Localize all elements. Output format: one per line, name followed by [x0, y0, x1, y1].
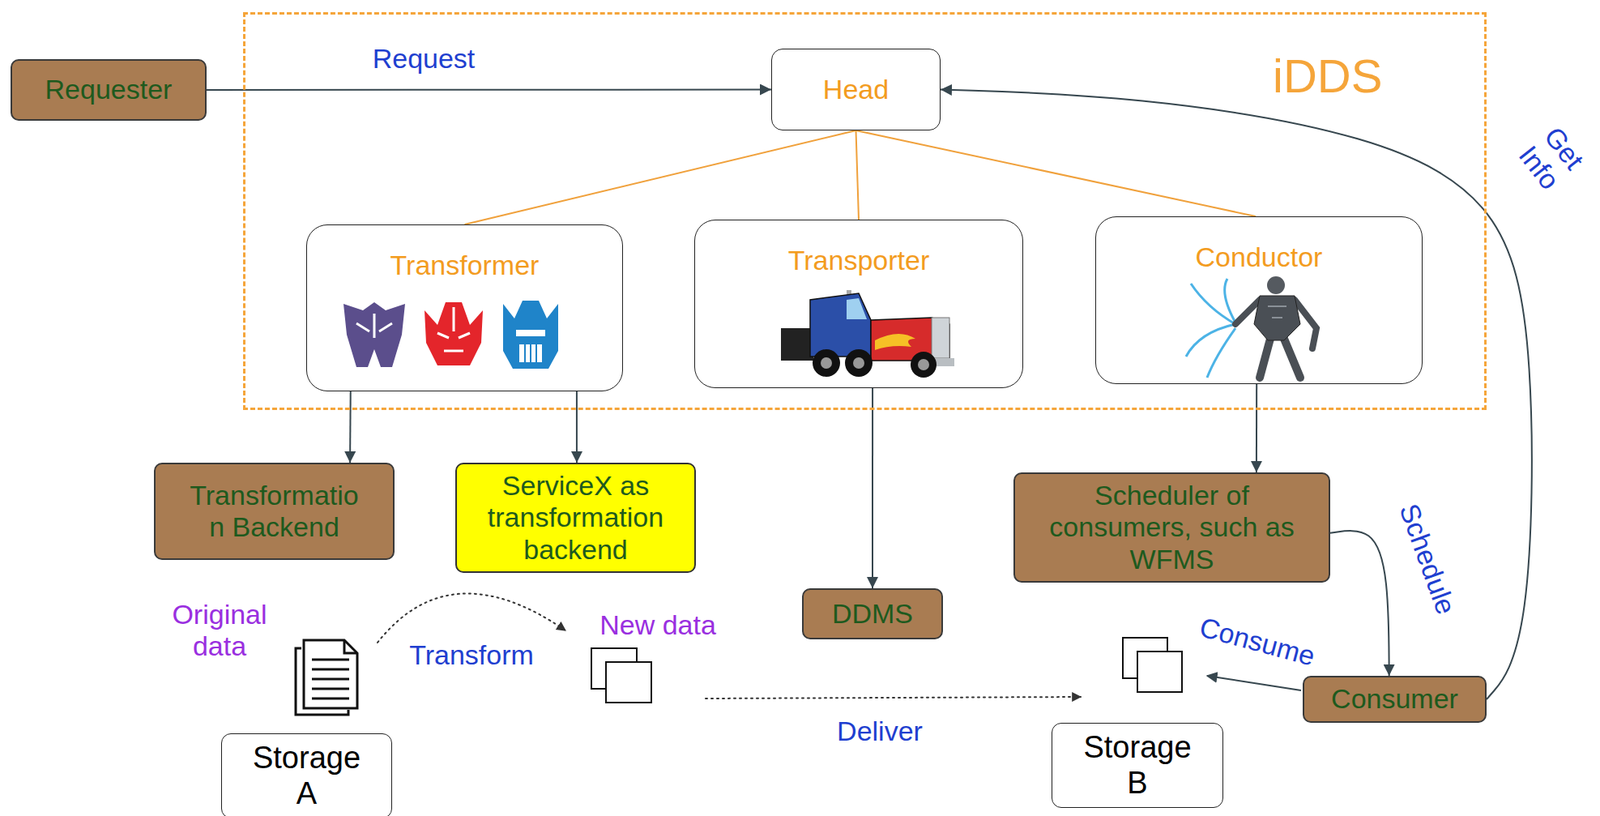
autobot-logo: [424, 302, 483, 366]
box-label: DDMS: [832, 597, 914, 630]
edge-label: Schedule: [1391, 497, 1463, 621]
consume-arrow: [1207, 675, 1302, 691]
box-label: Transporter: [788, 244, 930, 277]
logo-detail: [437, 307, 470, 351]
truck-illustration: [780, 290, 955, 378]
component-box: Consumer: [1302, 675, 1487, 723]
box-label: Transformatio n Backend: [184, 479, 364, 543]
robot-detail: [1267, 306, 1287, 318]
truck-part: [874, 333, 916, 350]
connector: [349, 391, 352, 463]
robot-tendrils: [1186, 278, 1236, 378]
truck-wheel: [910, 351, 937, 378]
truck-hub: [917, 358, 930, 371]
annotation-label: Consume: [1194, 610, 1321, 674]
box-label: Consumer: [1331, 682, 1459, 715]
box-label: Scheduler of consumers, such as WFMS: [1035, 479, 1309, 575]
file-icon: [1137, 651, 1182, 692]
truck-wheel: [844, 349, 873, 377]
logo-detail: [524, 344, 537, 363]
truck-part: [780, 328, 814, 361]
box-label: ServiceX as transformation backend: [465, 469, 687, 565]
annotation-label: Original data: [160, 598, 279, 662]
box-label: Transformer: [390, 249, 540, 282]
component-box: Requester: [10, 59, 207, 121]
deliver-path: [705, 696, 1081, 699]
connector: [856, 130, 860, 220]
file-icon: [605, 661, 652, 703]
logo-shape: [424, 302, 483, 366]
logo-shape: [343, 302, 406, 367]
connector: [871, 388, 874, 589]
box-label: Conductor: [1195, 241, 1323, 274]
truck-part: [870, 317, 950, 361]
logo-shape: [503, 300, 559, 369]
box-label: Head: [823, 73, 889, 106]
component-box: Transformatio n Backend: [153, 462, 395, 560]
box-label: Requester: [45, 73, 173, 106]
service-box: Head: [771, 48, 941, 131]
agent-panel: Conductor: [1095, 216, 1423, 384]
truck-part: [810, 293, 871, 357]
annotation-label: New data: [597, 609, 719, 641]
document-lines: [311, 659, 350, 699]
logo-detail: [516, 329, 546, 337]
document-icon: [303, 640, 358, 709]
robot-head: [1267, 276, 1285, 295]
storage-box: Storage A: [221, 733, 393, 816]
backend-box: ServiceX as transformation backend: [455, 462, 696, 573]
robot-torso: [1254, 295, 1301, 341]
truck-part: [931, 317, 950, 359]
connector: [1330, 530, 1390, 676]
connector: [856, 130, 1256, 217]
connector: [206, 89, 772, 92]
truck-hub: [853, 357, 865, 369]
connector: [1255, 384, 1258, 473]
agent-panel: Transformer: [306, 224, 623, 392]
edge-label: Request: [370, 42, 478, 75]
region-title: iDDS: [1272, 47, 1383, 105]
robot-legs: [1259, 338, 1301, 378]
connector: [940, 89, 1532, 700]
transform-path: [377, 593, 566, 643]
component-box: Scheduler of consumers, such as WFMS: [1013, 472, 1331, 583]
box-label: Storage A: [246, 740, 367, 811]
logo-detail: [519, 344, 542, 363]
robot-illustration: [1186, 276, 1317, 378]
optimus-logo: [503, 300, 559, 369]
truck-hub: [820, 357, 832, 369]
box-label: Storage B: [1076, 729, 1199, 801]
logo-detail: [356, 313, 393, 338]
connector: [576, 391, 578, 463]
connector: [465, 130, 857, 225]
annotation-label: Transform: [406, 639, 537, 671]
edge-label: Get Info: [1506, 112, 1596, 204]
document-fold: [344, 640, 358, 653]
truck-part: [846, 298, 867, 320]
component-box: DDMS: [802, 588, 943, 640]
agent-panel: Transporter: [694, 219, 1024, 389]
storage-box: Storage B: [1051, 722, 1224, 808]
truck-wheel: [812, 349, 841, 377]
decepticon-logo: [343, 302, 406, 367]
annotation-label: Deliver: [834, 715, 926, 747]
